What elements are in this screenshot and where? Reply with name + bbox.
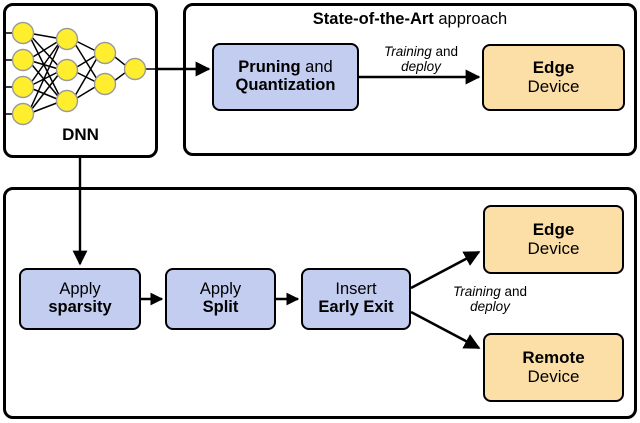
edge-top-line-2: Device — [527, 76, 580, 96]
nn-node — [11, 102, 35, 126]
sparsity-line-1: Apply — [59, 280, 101, 299]
nn-node — [93, 41, 117, 65]
training-bottom-line-2: deploy — [470, 299, 510, 315]
remote-line-2: Device — [527, 366, 580, 386]
split-line-1: Apply — [199, 280, 242, 299]
edge-bottom-line-1: Edge — [532, 220, 575, 240]
edge-bottom-line-2: Device — [527, 238, 580, 258]
sota-title-rest: approach — [433, 10, 508, 28]
nn-node — [55, 27, 79, 51]
nn-node — [55, 58, 79, 82]
nn-node — [11, 75, 35, 99]
edge-label-training-deploy-bottom: Training and deploy — [420, 284, 560, 314]
block-remote-device[interactable]: Remote Device — [483, 333, 624, 402]
training-top-line-1: Training and — [383, 44, 459, 59]
edge-top-line-1: Edge — [532, 58, 575, 78]
block-apply-sparsity[interactable]: Apply sparsity — [19, 268, 141, 330]
block-edge-device-bottom[interactable]: Edge Device — [483, 205, 624, 274]
block-edge-device-top[interactable]: Edge Device — [482, 44, 625, 111]
block-pruning-quantization[interactable]: Pruning and Quantization — [212, 43, 359, 111]
training-bottom-line-1: Training and — [452, 284, 528, 299]
earlyexit-line-2: Early Exit — [318, 298, 394, 316]
sota-panel-title: State-of-the-Art approach — [183, 10, 637, 29]
sparsity-line-2: sparsity — [48, 298, 112, 316]
dnn-label: DNN — [62, 125, 99, 144]
arrow-earlyexit-to-edge — [410, 250, 481, 290]
pruning-line-2: Quantization — [235, 76, 336, 94]
training-top-line-2: deploy — [401, 59, 441, 75]
nn-node — [123, 57, 147, 81]
nn-node — [11, 48, 35, 72]
block-insert-early-exit[interactable]: Insert Early Exit — [301, 268, 411, 330]
nn-node — [11, 21, 35, 45]
edge-label-training-deploy-top: Training and deploy — [362, 44, 480, 74]
nn-node — [93, 72, 117, 96]
nn-node — [55, 89, 79, 113]
split-line-2: Split — [202, 298, 239, 316]
earlyexit-line-1: Insert — [335, 280, 377, 299]
arrow-earlyexit-to-remote — [410, 310, 481, 350]
block-apply-split[interactable]: Apply Split — [165, 268, 276, 330]
remote-line-1: Remote — [522, 348, 585, 368]
pruning-line-1: Pruning and — [238, 58, 333, 77]
sota-title-bold: State-of-the-Art — [312, 10, 434, 28]
dnn-nodes — [11, 21, 147, 126]
